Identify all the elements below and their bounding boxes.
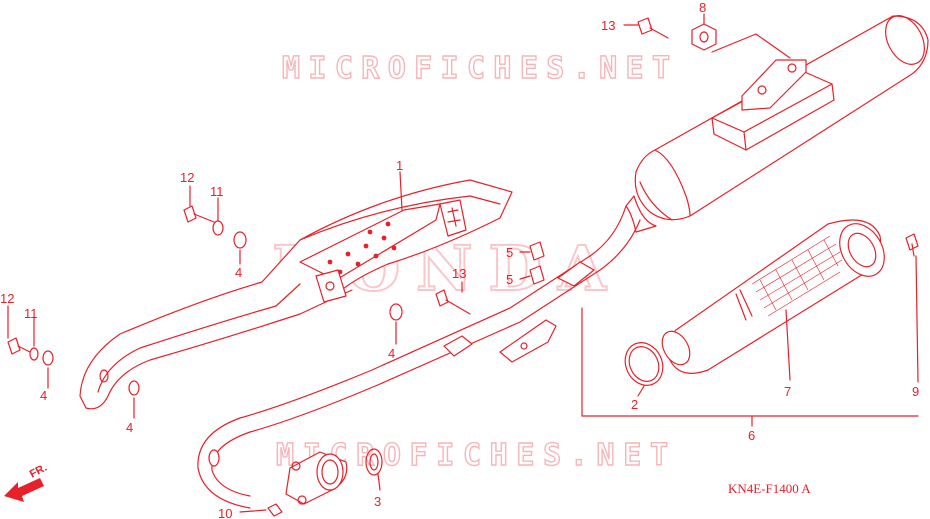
callout-4-guard-a: 4	[235, 265, 242, 280]
callout-1: 1	[396, 158, 403, 173]
muffler-mount-bracket	[711, 33, 835, 151]
callout-13-top: 13	[601, 18, 615, 33]
watermark-top: MICROFICHES.NET	[282, 51, 670, 86]
callout-5-b: 5	[506, 272, 513, 287]
callout-10: 10	[218, 506, 232, 519]
bolt-top	[637, 17, 669, 39]
callout-9: 9	[912, 384, 919, 399]
callout-2: 2	[631, 397, 638, 412]
callout-8: 8	[699, 0, 706, 15]
bolt-mid	[435, 289, 471, 315]
callout-4-left-b: 4	[126, 420, 133, 435]
callout-3: 3	[374, 494, 381, 509]
front-direction-arrow: FR.	[4, 462, 49, 502]
bolt-guard	[183, 205, 215, 223]
callout-7: 7	[784, 384, 791, 399]
screw	[905, 233, 919, 257]
gasket-exhaust	[365, 448, 383, 476]
washer-guard-b	[389, 303, 403, 321]
tail-pipe	[661, 219, 885, 374]
clip-a	[529, 241, 545, 261]
washer-left-a	[42, 350, 54, 366]
clip-b	[529, 265, 545, 285]
bolt-left	[7, 337, 31, 355]
exhaust-pipe	[197, 205, 641, 509]
callout-4-guard-b: 4	[388, 346, 395, 361]
gasket-muffler	[624, 342, 664, 386]
collar-guard	[212, 220, 224, 236]
callout-11-guard: 11	[210, 184, 224, 199]
callout-6: 6	[748, 428, 755, 443]
leader-lines	[7, 13, 919, 513]
joint-nut	[267, 503, 283, 517]
direction-label: FR.	[28, 462, 49, 481]
callout-13-mid: 13	[452, 266, 466, 281]
nut	[691, 23, 717, 51]
callout-5-a: 5	[506, 245, 513, 260]
washer-guard-a	[233, 231, 247, 249]
collar-left	[29, 347, 39, 361]
callout-12-left: 12	[0, 291, 14, 306]
callout-11-left: 11	[24, 306, 38, 321]
callout-4-left-a: 4	[40, 388, 47, 403]
muffler-guard	[79, 179, 513, 410]
diagram-code: KN4E-F1400 A	[728, 481, 811, 496]
exhaust-joint-flange	[208, 449, 348, 505]
callout-12-guard: 12	[180, 170, 194, 185]
washer-left-b	[128, 380, 140, 396]
